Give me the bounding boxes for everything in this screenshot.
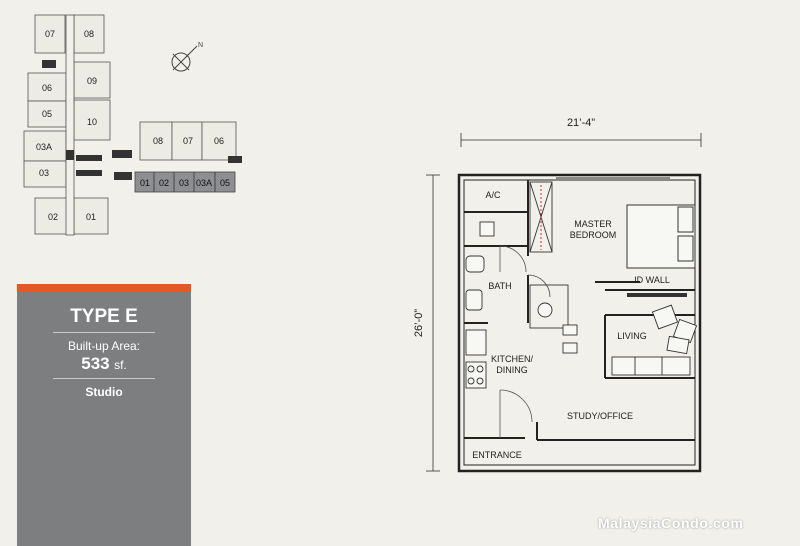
key-row-05: 05 <box>220 178 230 188</box>
key-label-r07: 07 <box>183 136 193 146</box>
unit-type-title: TYPE E <box>70 306 138 327</box>
north-compass-icon: N <box>171 42 203 72</box>
key-row-02: 02 <box>159 178 169 188</box>
key-label-01: 01 <box>86 212 96 222</box>
key-label-r06: 06 <box>214 136 224 146</box>
unit-info-panel: TYPE E Built-up Area: 533 sf. Studio <box>17 284 191 546</box>
room-master-1: MASTER <box>574 219 612 229</box>
room-id-wall: ID WALL <box>634 275 670 285</box>
key-label-05: 05 <box>42 109 52 119</box>
key-label-r08: 08 <box>153 136 163 146</box>
key-label-08: 08 <box>84 29 94 39</box>
room-ac: A/C <box>485 190 501 200</box>
outer-wall <box>457 173 702 473</box>
key-row-01: 01 <box>140 178 150 188</box>
unit-category: Studio <box>85 385 123 399</box>
room-bath: BATH <box>488 281 511 291</box>
id-wall-strip <box>627 293 687 297</box>
depth-dimension: 26’-0” <box>413 309 425 337</box>
room-master-2: BEDROOM <box>570 230 617 240</box>
key-unit-02[interactable] <box>34 197 70 235</box>
room-study: STUDY/OFFICE <box>567 411 633 421</box>
room-living: LIVING <box>617 331 647 341</box>
key-label-03a: 03A <box>36 142 52 152</box>
key-unit-01[interactable] <box>73 197 109 235</box>
key-unit-05[interactable] <box>27 100 67 128</box>
key-label-09: 09 <box>87 76 97 86</box>
area-value: 533 <box>81 354 110 373</box>
key-label-03: 03 <box>39 168 49 178</box>
key-plan: 07 08 06 09 05 10 03A 03 02 01 08 07 06 … <box>23 14 242 236</box>
area-value-line: 533 sf. <box>17 354 191 374</box>
accent-bar <box>17 284 191 291</box>
room-kitchen-2: DINING <box>496 365 528 375</box>
key-unit-r07[interactable] <box>171 121 203 161</box>
width-dimension: 21’-4” <box>567 117 595 129</box>
divider <box>53 332 155 333</box>
key-unit-09[interactable] <box>73 61 111 99</box>
key-label-02: 02 <box>48 212 58 222</box>
room-kitchen-1: KITCHEN/ <box>491 354 534 364</box>
key-unit-r06[interactable] <box>201 121 237 161</box>
key-label-10: 10 <box>87 117 97 127</box>
key-unit-07[interactable] <box>34 14 66 54</box>
divider <box>53 378 155 379</box>
key-unit-r08[interactable] <box>139 121 173 161</box>
key-label-06: 06 <box>42 83 52 93</box>
area-label: Built-up Area: <box>67 339 141 353</box>
key-unit-08[interactable] <box>73 14 105 54</box>
key-label-07: 07 <box>45 29 55 39</box>
room-entrance: ENTRANCE <box>472 450 522 460</box>
key-row-03a: 03A <box>196 178 212 188</box>
key-row-03: 03 <box>179 178 189 188</box>
svg-text:N: N <box>198 42 203 49</box>
key-unit-03[interactable] <box>23 160 67 188</box>
watermark: MalaysiaCondo.com <box>598 515 744 531</box>
area-unit: sf. <box>114 358 127 372</box>
